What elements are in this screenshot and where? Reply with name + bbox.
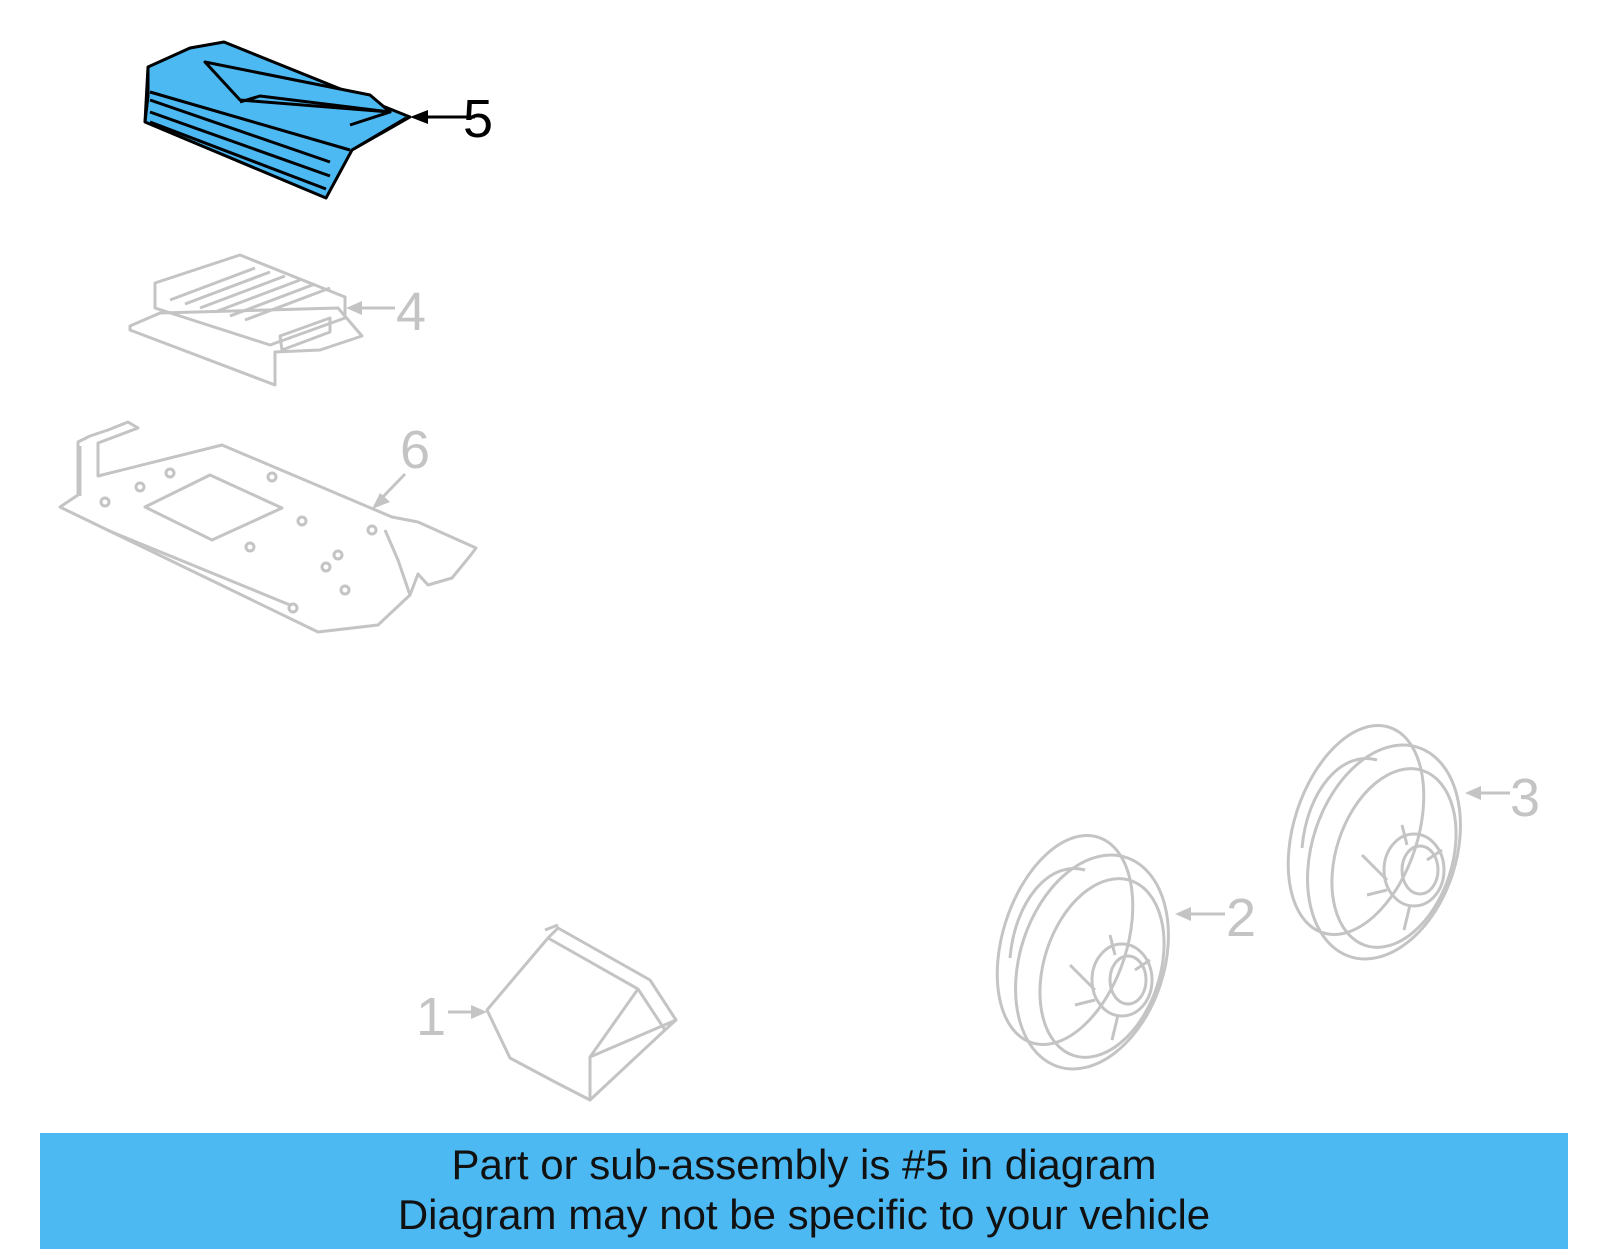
info-banner: Part or sub-assembly is #5 in diagram Di… bbox=[40, 1133, 1568, 1249]
callout-label-3: 3 bbox=[1510, 768, 1540, 828]
callout-6: 6 bbox=[372, 420, 430, 509]
callout-label-5: 5 bbox=[463, 89, 493, 149]
callout-label-6: 6 bbox=[400, 420, 430, 480]
part-3-speaker[interactable] bbox=[1264, 708, 1487, 979]
part-2-speaker[interactable] bbox=[973, 818, 1195, 1089]
callout-2: 2 bbox=[1175, 888, 1256, 948]
part-1-speaker-box[interactable] bbox=[485, 923, 678, 1102]
callout-4: 4 bbox=[346, 282, 426, 342]
callout-3: 3 bbox=[1465, 768, 1540, 828]
part-5-receiver-unit[interactable] bbox=[143, 40, 412, 200]
callout-label-4: 4 bbox=[396, 282, 426, 342]
callout-5: 5 bbox=[410, 89, 493, 149]
callout-1: 1 bbox=[416, 987, 487, 1047]
banner-line-part-number: Part or sub-assembly is #5 in diagram bbox=[451, 1141, 1157, 1188]
callout-label-2: 2 bbox=[1226, 888, 1256, 948]
part-6-bracket[interactable] bbox=[58, 420, 478, 634]
callout-label-1: 1 bbox=[416, 987, 446, 1047]
part-4-amplifier[interactable] bbox=[128, 253, 364, 387]
banner-line-disclaimer: Diagram may not be specific to your vehi… bbox=[397, 1191, 1211, 1238]
